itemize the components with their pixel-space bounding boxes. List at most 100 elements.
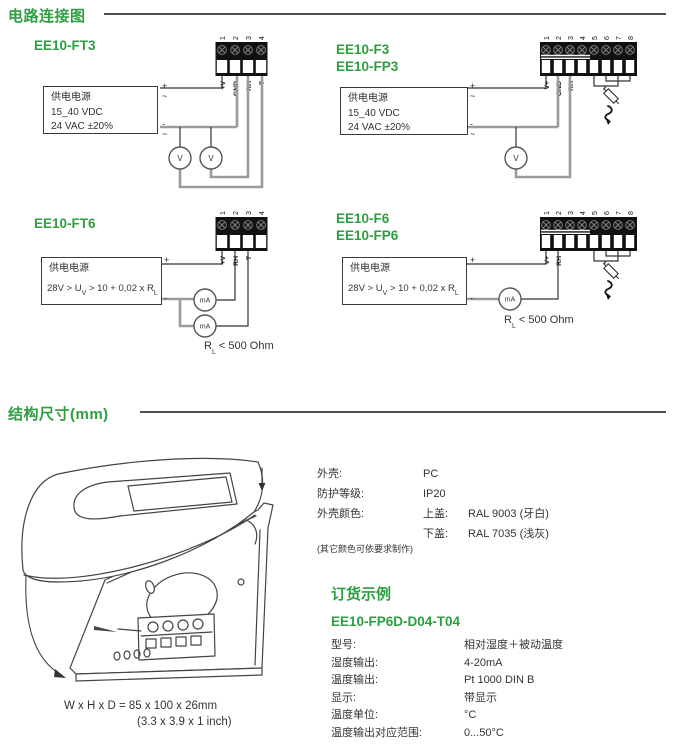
voltmeter-icon: V: [199, 146, 223, 170]
ac-mark: ~: [162, 129, 167, 139]
terminal-number: 5: [592, 36, 599, 40]
supply-text: 15_40 VDC: [348, 107, 400, 119]
supply-box-ft6: 供电电源 28V > UV > 10 + 0,02 x RL: [41, 257, 162, 305]
minus-mark: -: [164, 293, 167, 303]
order-code: EE10-FP6D-D04-T04: [331, 614, 461, 629]
sensor-lead-icon: [604, 105, 613, 126]
terminal-label: RH: [246, 81, 253, 91]
supply-formula: 28V > UV > 10 + 0,02 x RL: [47, 282, 158, 298]
terminal-number: 2: [233, 36, 240, 40]
ac-mark: ~: [470, 91, 475, 101]
section-rule: [140, 411, 666, 413]
terminal-number: 4: [580, 36, 587, 40]
terminal-number: 7: [616, 36, 623, 40]
minus-mark: -: [470, 119, 473, 129]
diagram-title-f6: EE10-F6 EE10-FP6: [336, 210, 398, 244]
diagram-title-ft3: EE10-FT3: [34, 38, 96, 53]
voltmeter-icon: V: [504, 146, 528, 170]
supply-box-ft3: 供电电源 15_40 VDC 24 VAC ±20%: [43, 86, 158, 134]
terminal-block-8pin: 1 2 3 4 5 6 7 8 V+ GND RH: [540, 36, 637, 96]
supply-formula: 28V > UV > 10 + 0,02 x RL: [348, 282, 459, 298]
terminal-block-8pin: 1 2 3 4 5 6 7 8 V+ RH: [540, 211, 637, 266]
svg-text:mA: mA: [505, 297, 516, 304]
terminal-label: GND: [556, 81, 563, 96]
minus-mark: -: [162, 119, 165, 129]
wires: [468, 76, 631, 179]
screw-hole: [237, 578, 245, 586]
diagram-title-f3: EE10-F3 EE10-FP3: [336, 41, 398, 75]
terminal-number: 4: [259, 36, 266, 40]
terminal-number: 2: [556, 211, 563, 215]
order-row: 湿度输出:4-20mA: [331, 656, 503, 669]
load-resistance-note: RL < 500 Ohm: [504, 314, 574, 331]
svg-text:V: V: [208, 154, 214, 163]
terminal-number: 2: [233, 211, 240, 215]
spec-row: 防护等级:IP20: [317, 488, 446, 500]
diagram-title-line: EE10-F3: [336, 42, 390, 57]
ac-mark: ~: [470, 129, 475, 139]
diagram-ee10-f6-fp6: 1 2 3 4 5 6 7 8 V+ RH + -: [467, 211, 637, 311]
diagram-title-line: EE10-FP6: [336, 228, 399, 243]
terminal-number: 7: [616, 211, 623, 215]
terminal-block-4pin: 1 2 3 4 +V RH T: [215, 211, 268, 266]
supply-text: 供电电源: [350, 263, 390, 274]
svg-text:mA: mA: [200, 324, 211, 331]
wires: [467, 251, 631, 301]
supply-text: 供电电源: [49, 263, 89, 274]
terminal-number: 8: [628, 211, 635, 215]
terminal-number: 1: [544, 36, 551, 40]
clip-mark: [94, 626, 117, 632]
dimension-line2: (3.3 x 3.9 x 1 inch): [137, 716, 232, 728]
plus-mark: +: [164, 255, 169, 265]
color-note: (其它颜色可依要求制作): [317, 544, 413, 554]
order-row: 显示:带显示: [331, 691, 497, 704]
terminal-block-4pin: 1 2 3 4 +V GND RH T: [215, 36, 268, 96]
terminal-number: 1: [220, 36, 227, 40]
circuit-diagrams-svg: 1 2 3 4 +V GND RH T + ~ - ~ V: [160, 36, 637, 338]
svg-text:mA: mA: [200, 298, 211, 305]
display-opening: [73, 472, 238, 520]
terminal-number: 4: [580, 211, 587, 215]
order-table: 型号:相对湿度＋被动温度 湿度输出:4-20mA 温度输出:Pt 1000 DI…: [331, 637, 563, 743]
temperature-sensor-icon: [600, 85, 622, 107]
ammeter-icon: mA: [498, 287, 522, 311]
base-rim: [75, 667, 263, 682]
terminal-label: RH: [233, 256, 240, 266]
terminal-number: 6: [604, 211, 611, 215]
plus-mark: +: [470, 255, 475, 265]
diagram-title-ft6: EE10-FT6: [34, 216, 96, 231]
section-rule: [104, 13, 666, 15]
svg-text:V: V: [177, 154, 183, 163]
terminal-label: +V: [220, 81, 227, 90]
plus-mark: +: [162, 81, 167, 91]
housing-specs: 外壳:PC 防护等级:IP20 外壳颜色:上盖:RAL 9003 (牙白) 下盖…: [317, 464, 549, 544]
supply-text: 15_40 VDC: [51, 106, 103, 118]
ammeter-icon: mA: [193, 288, 217, 312]
voltmeter-icon: V: [168, 146, 192, 170]
order-row: 温度单位:°C: [331, 709, 477, 722]
hinge-detail: [245, 519, 258, 545]
terminal-label: V+: [544, 81, 551, 90]
terminal-number: 3: [246, 211, 253, 215]
diagram-title-line: EE10-FP3: [336, 59, 399, 74]
spec-row: 下盖:RAL 7035 (浅灰): [423, 528, 549, 540]
temperature-sensor-icon: [600, 260, 622, 282]
diagram-ee10-ft6: 1 2 3 4 +V RH T + - mA: [162, 211, 268, 338]
terminal-number: 5: [592, 211, 599, 215]
dimension-line1: W x H x D = 85 x 100 x 26mm: [64, 700, 218, 712]
base-terminal-block: [117, 613, 216, 661]
diagram-title-line: EE10-F6: [336, 211, 390, 226]
ammeter-icon: mA: [193, 314, 217, 338]
load-resistance-note: RL < 500 Ohm: [204, 340, 274, 357]
terminal-label: V+: [544, 256, 551, 265]
spec-row: 外壳颜色:上盖:RAL 9003 (牙白): [317, 508, 549, 520]
terminal-number: 8: [628, 36, 635, 40]
screw-hole: [145, 580, 155, 594]
terminal-number: 3: [568, 211, 575, 215]
close-direction-arrow: [258, 467, 266, 491]
wires: [162, 251, 249, 328]
sensor-lead-icon: [604, 280, 613, 301]
supply-text: 24 VAC ±20%: [51, 121, 114, 132]
order-row: 型号:相对湿度＋被动温度: [331, 639, 563, 651]
